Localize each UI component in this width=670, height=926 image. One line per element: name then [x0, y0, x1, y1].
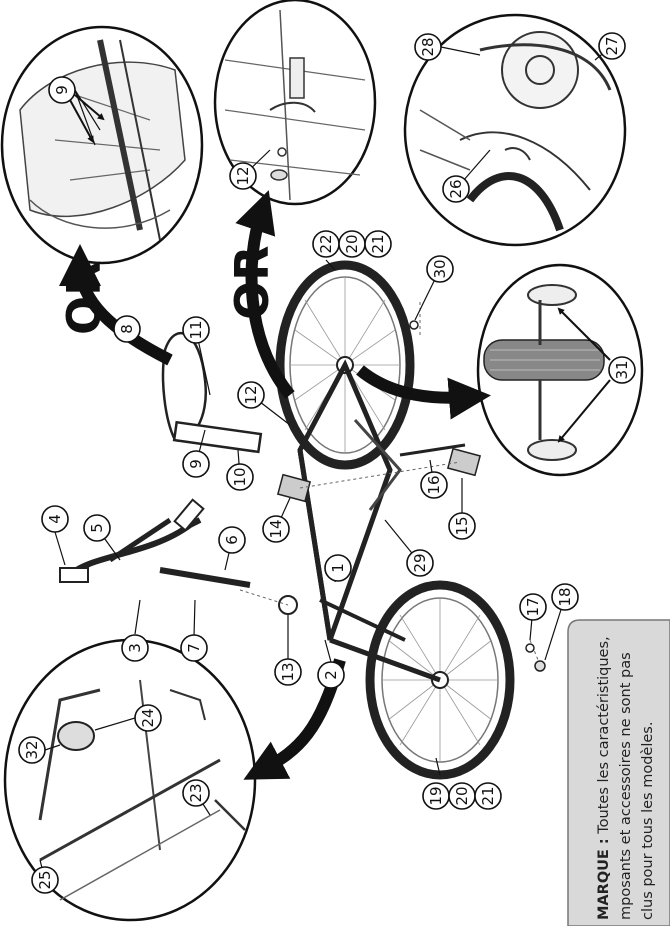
callout-1: 1 [324, 554, 352, 582]
svg-text:15: 15 [453, 516, 471, 535]
svg-text:22: 22 [317, 234, 335, 253]
callout-9: 9 [182, 450, 210, 478]
callout-12-detail: 12 [229, 162, 257, 190]
callout-12: 12 [237, 381, 265, 409]
svg-text:24: 24 [139, 708, 157, 727]
callout-17: 17 [519, 593, 547, 621]
note-line3: clus pour tous les modèles. [640, 722, 656, 920]
svg-text:6: 6 [223, 535, 241, 545]
callout-29: 29 [406, 549, 434, 577]
callout-9-detail: 9 [48, 76, 76, 104]
svg-text:9: 9 [187, 459, 205, 469]
note-line2: mposants et accessoires ne sont pas [618, 652, 634, 920]
svg-text:10: 10 [231, 467, 249, 486]
svg-text:12: 12 [234, 166, 252, 185]
callout-3: 3 [121, 634, 149, 662]
callout-10: 10 [226, 463, 254, 491]
callout-19: 19 [422, 782, 450, 810]
svg-text:30: 30 [431, 259, 449, 278]
callout-13: 13 [274, 658, 302, 686]
svg-text:16: 16 [425, 475, 443, 494]
arrow-to-bolt-detail [235, 190, 295, 399]
callout-8: 8 [113, 315, 141, 343]
callout-2: 2 [317, 661, 345, 689]
svg-text:7: 7 [185, 643, 203, 653]
callout-7: 7 [180, 634, 208, 662]
detail-seat-clamp [0, 25, 204, 265]
svg-text:2: 2 [322, 670, 340, 680]
callout-23: 23 [182, 779, 210, 807]
bike-exploded-view [59, 260, 546, 780]
pedal-right [446, 447, 482, 477]
svg-text:31: 31 [613, 360, 631, 379]
svg-text:17: 17 [524, 597, 542, 616]
svg-text:3: 3 [126, 643, 144, 653]
pedal-left [276, 473, 312, 503]
callout-22: 22 [312, 230, 340, 258]
svg-text:18: 18 [556, 587, 574, 606]
svg-text:32: 32 [23, 740, 41, 759]
callout-4: 4 [41, 505, 69, 533]
svg-text:27: 27 [603, 36, 621, 55]
svg-text:20: 20 [343, 234, 361, 253]
svg-text:21: 21 [479, 786, 497, 805]
callout-31: 31 [608, 356, 636, 384]
callout-21b: 21 [364, 230, 392, 258]
svg-text:8: 8 [118, 324, 136, 334]
svg-text:5: 5 [88, 523, 106, 533]
callout-14: 14 [262, 515, 290, 543]
detail-training-wheels [476, 263, 644, 477]
svg-text:14: 14 [267, 519, 285, 538]
training-wheel-pointers [557, 307, 611, 443]
arrow-to-wheels-detail [356, 365, 491, 420]
callout-15: 15 [448, 512, 476, 540]
svg-text:20: 20 [453, 786, 471, 805]
svg-text:13: 13 [279, 662, 297, 681]
svg-text:12: 12 [242, 385, 260, 404]
note-lead: MARQUE : [596, 838, 612, 920]
callout-5: 5 [83, 514, 111, 542]
callout-20b: 20 [338, 230, 366, 258]
svg-text:29: 29 [411, 553, 429, 572]
callouts: 1 2 3 4 5 6 7 8 9 10 11 12 13 14 15 16 1… [18, 32, 636, 894]
svg-text:11: 11 [187, 320, 205, 339]
callout-26: 26 [442, 175, 470, 203]
callout-11: 11 [182, 316, 210, 344]
svg-text:23: 23 [187, 783, 205, 802]
note-line1: Toutes les caractéristiques, [596, 636, 612, 838]
callout-18: 18 [551, 583, 579, 611]
callout-24: 24 [134, 704, 162, 732]
callout-28: 28 [414, 33, 442, 61]
callout-21: 21 [474, 782, 502, 810]
arrow-to-seat-detail [59, 244, 173, 366]
svg-text:25: 25 [36, 870, 54, 889]
or-label-1: OR [57, 260, 111, 335]
svg-text:1: 1 [329, 563, 347, 573]
or-label-2: OR [225, 245, 279, 320]
callout-27: 27 [598, 32, 626, 60]
callout-32: 32 [18, 736, 46, 764]
callout-16: 16 [420, 471, 448, 499]
callout-6: 6 [218, 526, 246, 554]
detail-handlebar [3, 638, 257, 922]
svg-text:4: 4 [46, 514, 64, 524]
note-box: MARQUE : Toutes les caractéristiques, mp… [567, 619, 670, 926]
callout-20: 20 [448, 782, 476, 810]
svg-text:19: 19 [427, 786, 445, 805]
svg-text:26: 26 [447, 179, 465, 198]
svg-text:MARQUE : Toutes les caractéris: MARQUE : Toutes les caractéristiques, [596, 636, 612, 920]
svg-text:21: 21 [369, 234, 387, 253]
svg-text:9: 9 [53, 85, 71, 95]
svg-text:28: 28 [419, 37, 437, 56]
callout-25: 25 [31, 866, 59, 894]
detail-seat-bolt [213, 0, 377, 206]
seat-clamp-pointers [69, 94, 105, 144]
callout-30: 30 [426, 255, 454, 283]
